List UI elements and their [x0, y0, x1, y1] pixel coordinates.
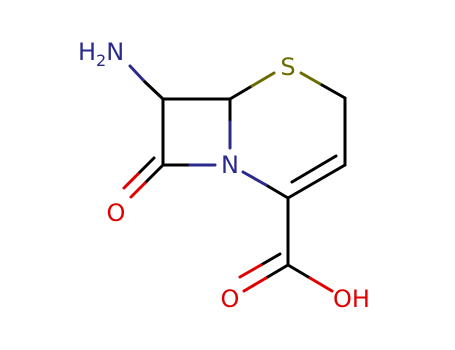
acid-carbonyl-oxygen-label: O	[221, 285, 240, 313]
bond-c6-s	[228, 84, 254, 101]
bond-c8-o-2	[136, 156, 156, 176]
amine-n: N	[106, 38, 124, 66]
sulfur-label: S	[280, 53, 295, 81]
amine-h: H	[78, 38, 96, 66]
bond-c8-o-2b	[122, 172, 140, 190]
bond-cooh-o-1	[264, 263, 290, 280]
bond-cooh-oh-b	[308, 276, 334, 293]
nitrogen-label: N	[221, 151, 239, 179]
amine-label: H2N	[78, 38, 124, 70]
bond-s-ch2	[299, 71, 324, 87]
ketone-oxygen-label: O	[107, 199, 126, 227]
amine-sub: 2	[96, 51, 106, 70]
bond-s-ch2-b	[320, 83, 347, 100]
bond-c-n-b	[241, 170, 268, 187]
bond-c8-o-1	[143, 163, 165, 185]
bond-amine-c7b	[143, 80, 165, 101]
bond-c-n	[264, 183, 290, 200]
bond-ch-c-2	[290, 154, 338, 184]
bond-cooh-o-2b	[238, 263, 263, 279]
bond-cooh-oh	[286, 263, 312, 280]
bond-c6-s-b	[250, 71, 276, 88]
bond-ch-c-1	[286, 163, 347, 200]
hydroxyl-label: OH	[333, 285, 370, 313]
bond-cooh-o-1b	[242, 276, 268, 293]
bond-amine-c7	[128, 64, 147, 84]
bond-c8-o-1b	[129, 181, 147, 199]
bond-cooh-o-2	[259, 252, 282, 267]
